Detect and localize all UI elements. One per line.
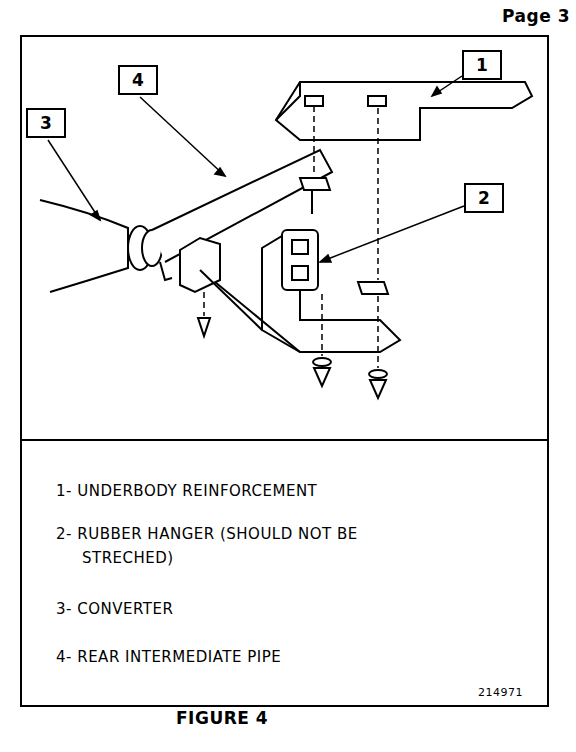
arrowhead <box>91 211 100 220</box>
slot <box>368 96 386 106</box>
legend-text: 2- RUBBER HANGER (SHOULD NOT BE STRECHED… <box>56 522 382 570</box>
nut <box>314 368 330 386</box>
converter <box>40 200 128 292</box>
nut-plate <box>358 282 388 294</box>
legend-text: 3- CONVERTER <box>56 600 173 618</box>
leader-line <box>140 97 225 176</box>
alignment-line <box>377 296 379 368</box>
callout-box: 2 <box>464 183 504 213</box>
callout-box: 3 <box>26 108 66 138</box>
legend-text: 1- UNDERBODY REINFORCEMENT <box>56 482 317 500</box>
callout-number: 1 <box>476 55 488 75</box>
legend-text: 4- REAR INTERMEDIATE PIPE <box>56 648 281 666</box>
alignment-line <box>203 292 205 316</box>
bracket-arm <box>215 282 300 352</box>
figure-id: 214971 <box>478 686 523 699</box>
frame <box>21 36 548 706</box>
nut-plate <box>300 178 330 190</box>
rubber-hanger <box>282 230 318 290</box>
page-number: Page 3 <box>502 6 570 26</box>
arrowhead <box>432 87 441 96</box>
nut <box>370 380 386 398</box>
slot <box>305 96 323 106</box>
callout-number: 4 <box>132 70 144 90</box>
arrowhead <box>215 168 225 176</box>
figure-caption: FIGURE 4 <box>176 708 268 728</box>
alignment-line <box>313 106 315 176</box>
hanger-hole <box>292 240 308 254</box>
leader-line <box>320 206 464 262</box>
callout-box: 4 <box>118 65 158 95</box>
washer <box>369 370 387 378</box>
callout-box: 1 <box>462 50 502 80</box>
alignment-line <box>377 108 379 280</box>
leader-line <box>432 76 462 96</box>
clamp-bolt <box>160 262 172 280</box>
reinforcement-edge <box>276 82 300 120</box>
stud <box>311 190 313 214</box>
hanger-hole <box>292 266 308 280</box>
leader-line <box>48 140 100 220</box>
divider <box>21 439 548 441</box>
arrowhead <box>320 255 331 262</box>
alignment-line <box>321 294 323 356</box>
nut <box>198 318 210 336</box>
callout-number: 3 <box>40 113 52 133</box>
callout-number: 2 <box>478 188 490 208</box>
washer <box>313 358 331 366</box>
